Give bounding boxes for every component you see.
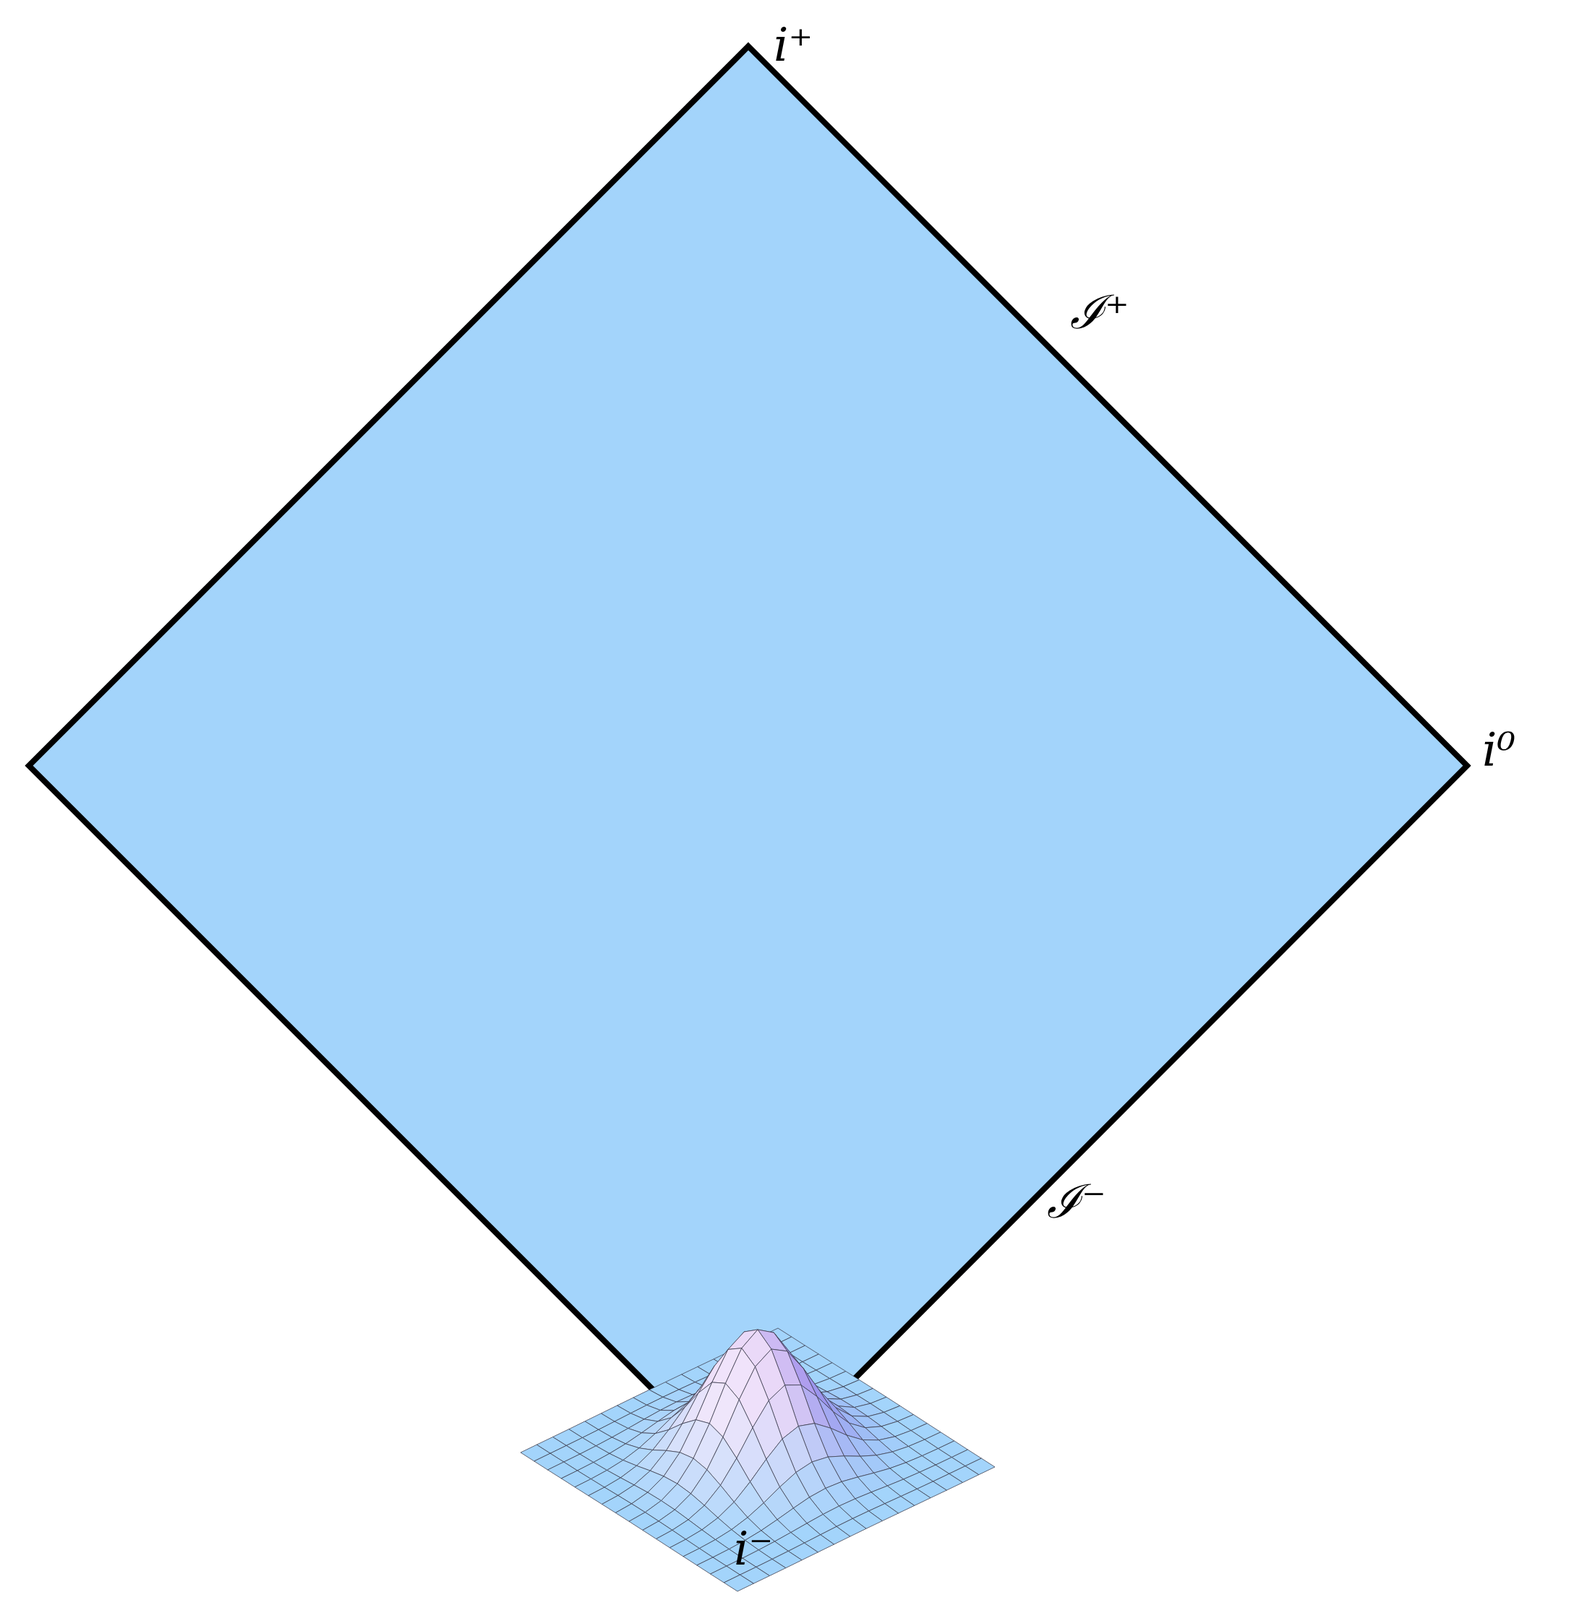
null-infinity-label: ℐ⁻ [1046, 1178, 1107, 1225]
gaussian-surface [520, 1328, 995, 1592]
null-infinity-label: ℐ⁺ [1070, 289, 1130, 336]
timelike-infinity-label: i⁺ [773, 21, 813, 68]
spacetime-diamond [28, 46, 1467, 1486]
timelike-infinity-label: i⁻ [733, 1525, 773, 1572]
surface-patch [723, 1574, 754, 1592]
spatial-infinity-label: i⁰ [1482, 726, 1516, 773]
